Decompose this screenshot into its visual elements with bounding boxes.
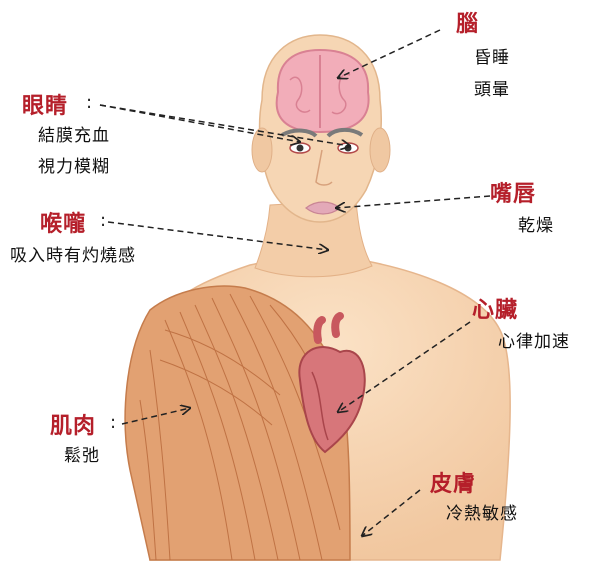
muscle-title: 肌肉 — [50, 408, 96, 440]
lips-title: 嘴唇 — [490, 176, 536, 208]
brain-shape — [277, 50, 369, 132]
skin-desc-line-1: 冷熱敏感 — [446, 502, 518, 527]
eyes-title: 眼睛 — [22, 88, 68, 120]
throat-title: 喉嚨 — [40, 206, 86, 238]
lips-desc-line-1: 乾燥 — [518, 214, 554, 239]
skin-title: 皮膚 — [430, 466, 476, 498]
brain-desc-line-2: 頭暈 — [474, 78, 510, 103]
right-ear — [370, 128, 390, 172]
throat-desc-line-1: 吸入時有灼燒感 — [10, 244, 136, 269]
eyes-desc-line-1: 結膜充血 — [38, 124, 110, 149]
throat-colon: : — [100, 210, 106, 231]
heart-title: 心臟 — [472, 292, 518, 324]
brain-desc-line-1: 昏睡 — [474, 46, 510, 71]
eyes-desc-line-2: 視力模糊 — [38, 155, 110, 180]
brain-title: 腦 — [456, 6, 479, 38]
eyes-colon: : — [86, 92, 92, 113]
heart-desc-line-1: 心律加速 — [498, 330, 570, 355]
muscle-colon: : — [110, 412, 116, 433]
muscle-desc-line-1: 鬆弛 — [64, 444, 100, 469]
